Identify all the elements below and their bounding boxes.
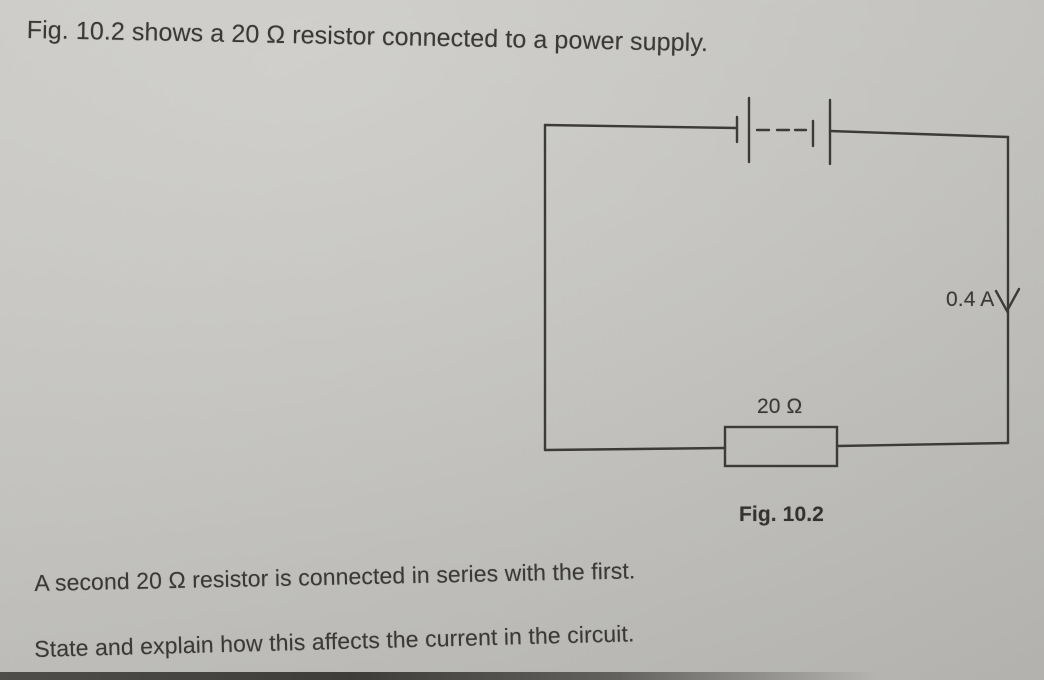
battery-icon [735, 96, 832, 166]
wire-top-right [828, 129, 1010, 139]
resistor-value-label: 20 Ω [757, 395, 803, 418]
wire-bottom-left [543, 446, 727, 452]
photo-bottom-edge [0, 672, 878, 680]
wire-bottom-right [835, 441, 1010, 448]
wire-top-left [543, 123, 739, 130]
figure-caption: Fig. 10.2 [739, 503, 824, 526]
resistor-box [723, 425, 839, 468]
current-value-label: 0.4 A [946, 288, 995, 311]
current-arrow-icon [994, 287, 1021, 314]
